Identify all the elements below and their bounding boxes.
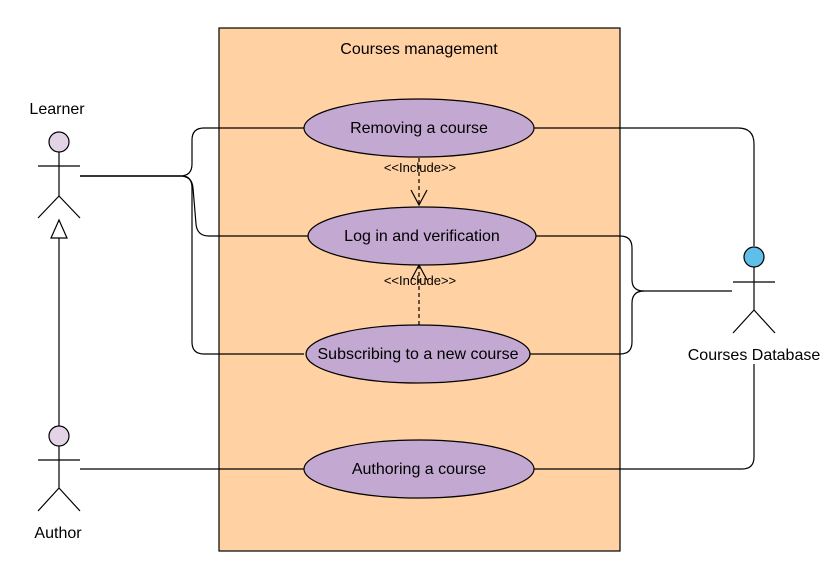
actor-learner[interactable] (37, 131, 81, 219)
assoc-login-database (536, 235, 732, 292)
assoc-learner-removing (80, 127, 304, 177)
actor-author-head (48, 425, 70, 447)
actor-learner-left-leg (37, 195, 60, 219)
system-title: Courses management (340, 41, 498, 58)
actor-courses-database-label: Courses Database (688, 347, 821, 364)
use-case-authoring-course-label: Authoring a course (352, 461, 486, 478)
use-case-subscribing-course-label: Subscribing to a new course (318, 346, 519, 363)
use-case-login-verification[interactable] (307, 206, 537, 266)
actor-author-label: Author (34, 525, 82, 542)
assoc-authoring-database (534, 364, 755, 470)
actor-author-left-leg (37, 487, 60, 512)
actor-learner-label: Learner (29, 101, 85, 118)
actor-author[interactable] (37, 425, 81, 512)
actor-learner-right-leg (58, 195, 81, 219)
include-label-bottom: <<Include>> (384, 273, 456, 288)
associations (80, 127, 755, 470)
actor-author-right-leg (58, 487, 81, 512)
actor-database-left-leg (732, 309, 755, 334)
include-arrowhead-top (410, 189, 428, 207)
actor-courses-database[interactable] (732, 246, 776, 334)
include-label-top: <<Include>> (384, 160, 456, 175)
actor-database-head (743, 246, 765, 268)
use-case-authoring-course[interactable] (303, 439, 535, 499)
actor-learner-head (48, 131, 70, 153)
assoc-learner-subscribing (80, 175, 304, 355)
actor-database-right-leg (753, 309, 776, 334)
generalization-arrowhead (50, 218, 68, 239)
assoc-removing-database (534, 127, 755, 246)
use-case-login-verification-label: Log in and verification (344, 228, 500, 245)
use-case-removing-course-label: Removing a course (350, 120, 488, 137)
use-case-removing-course[interactable] (303, 98, 535, 158)
use-case-subscribing-course[interactable] (305, 324, 531, 384)
assoc-subscribing-database (530, 290, 645, 355)
